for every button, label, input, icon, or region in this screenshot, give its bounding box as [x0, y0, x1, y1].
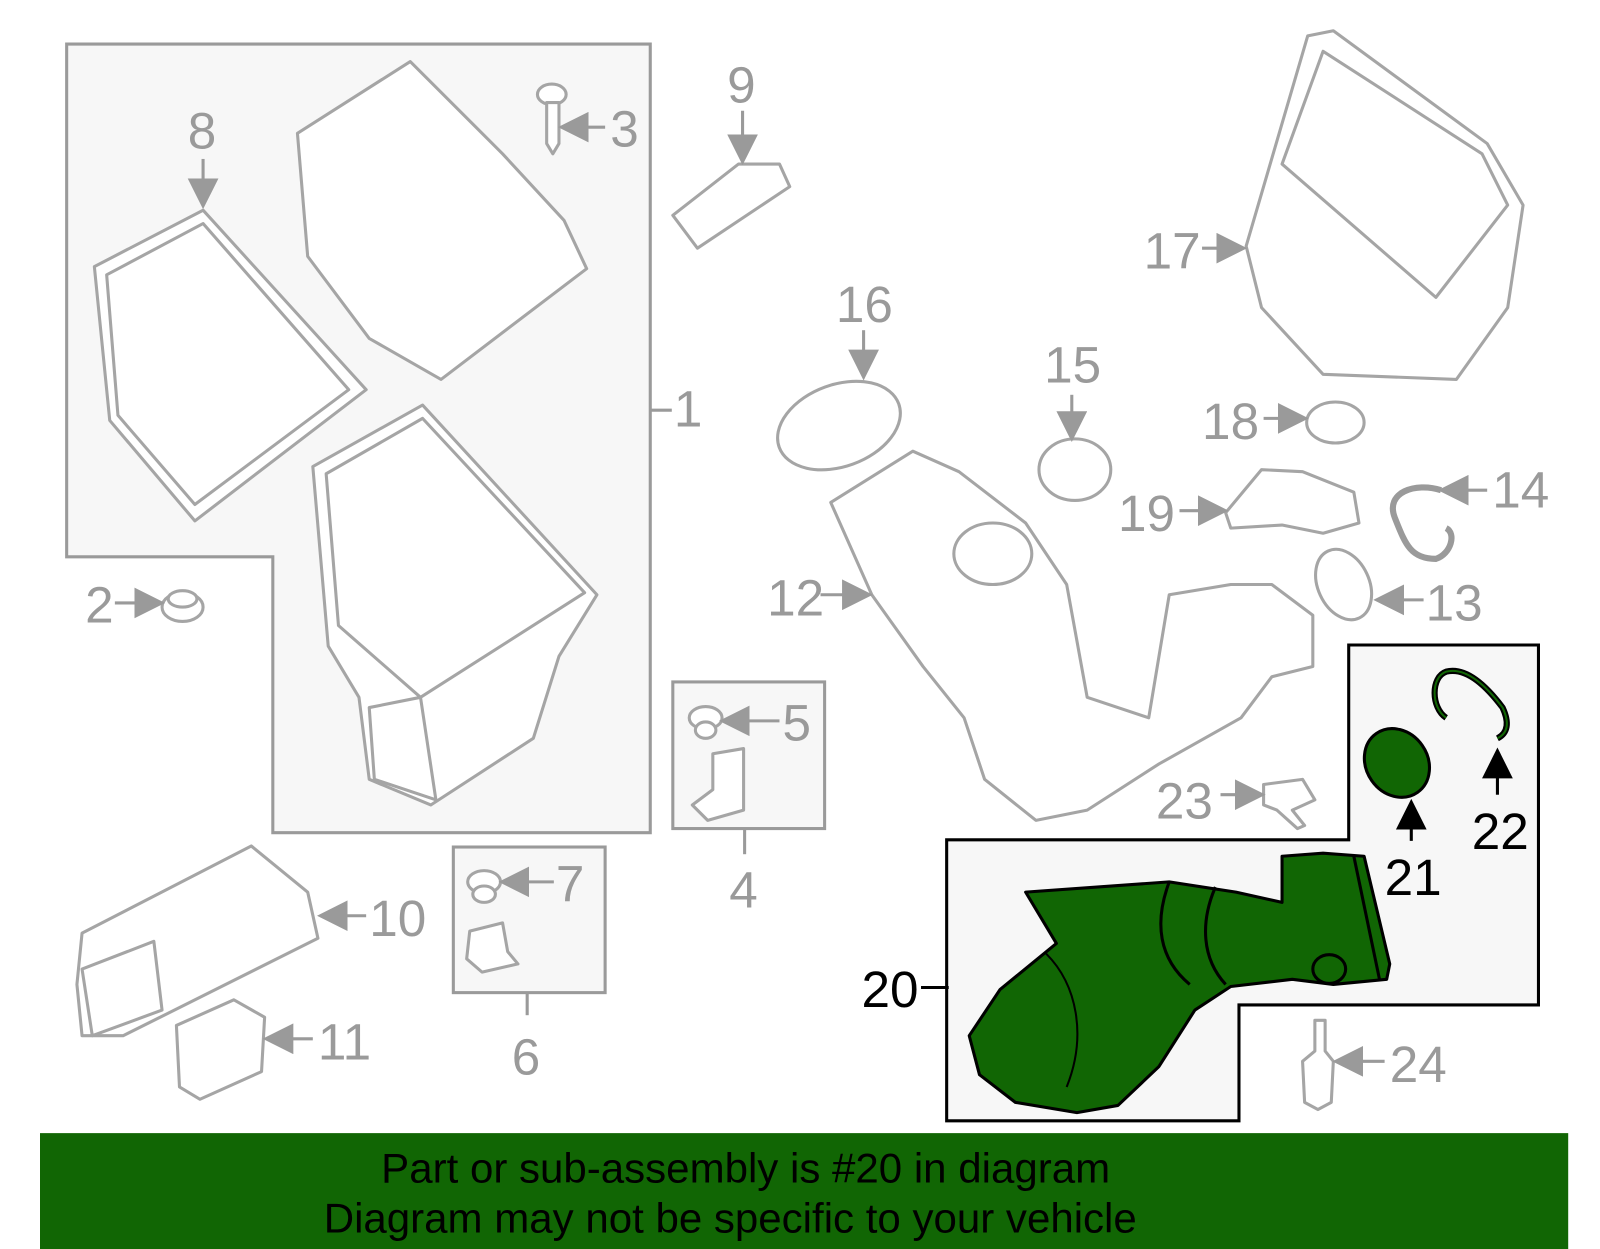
callout-13: 13 — [1426, 574, 1483, 631]
part-upper-housing[interactable] — [295, 59, 589, 381]
callout-2: 2 — [85, 576, 114, 633]
part-4-bracket[interactable] — [690, 747, 746, 822]
callout-10: 10 — [369, 890, 426, 947]
callout-6: 6 — [512, 1029, 541, 1086]
callout-8: 8 — [188, 103, 217, 160]
part-2-grommet[interactable] — [160, 589, 205, 623]
part-19-bracket[interactable] — [1224, 468, 1361, 535]
callout-18: 18 — [1202, 393, 1259, 450]
part-15-clamp[interactable] — [1037, 437, 1113, 502]
callout-7: 7 — [556, 855, 585, 912]
part-20-air-intake-hose[interactable] — [967, 851, 1392, 1115]
callout-11: 11 — [318, 1013, 371, 1070]
callout-23: 23 — [1156, 772, 1213, 829]
part-lower-housing[interactable] — [311, 403, 599, 807]
info-banner — [40, 1133, 1569, 1249]
part-24-sensor[interactable] — [1301, 1018, 1335, 1112]
callout-4: 4 — [729, 862, 758, 919]
callout-20: 20 — [862, 961, 919, 1018]
part-6-clip[interactable] — [465, 921, 520, 974]
callout-15: 15 — [1044, 336, 1101, 393]
callout-3: 3 — [610, 101, 639, 158]
part-3-bolt[interactable] — [535, 82, 568, 156]
callout-21: 21 — [1385, 849, 1442, 906]
part-11-grille[interactable] — [174, 998, 267, 1101]
callout-14: 14 — [1492, 462, 1549, 519]
callout-5: 5 — [783, 694, 812, 751]
banner-line-1: Part or sub-assembly is #20 in diagram — [381, 1144, 1110, 1191]
part-17-resonator[interactable] — [1244, 29, 1525, 381]
part-10-intake-duct[interactable] — [75, 844, 320, 1038]
part-8-air-filter[interactable] — [92, 208, 368, 523]
part-12-intake-hose[interactable] — [829, 449, 1315, 822]
callout-16: 16 — [836, 276, 893, 333]
callout-1: 1 — [674, 381, 703, 438]
part-13-seal[interactable] — [1305, 540, 1383, 629]
part-7-grommet[interactable] — [466, 869, 503, 904]
part-14-hose[interactable] — [1389, 484, 1455, 562]
part-21-seal[interactable] — [1351, 716, 1443, 810]
callout-17: 17 — [1144, 223, 1201, 280]
callout-19: 19 — [1118, 485, 1175, 542]
part-18-seal[interactable] — [1305, 400, 1366, 445]
callout-12: 12 — [767, 569, 824, 626]
banner-line-2: Diagram may not be specific to your vehi… — [324, 1195, 1137, 1242]
callout-9: 9 — [727, 57, 756, 114]
callout-24: 24 — [1390, 1036, 1447, 1093]
part-16-clamp[interactable] — [765, 365, 913, 486]
part-9-mass-air-flow-sensor[interactable] — [671, 162, 792, 250]
part-23-sensor[interactable] — [1262, 777, 1317, 831]
callout-22: 22 — [1472, 803, 1529, 860]
